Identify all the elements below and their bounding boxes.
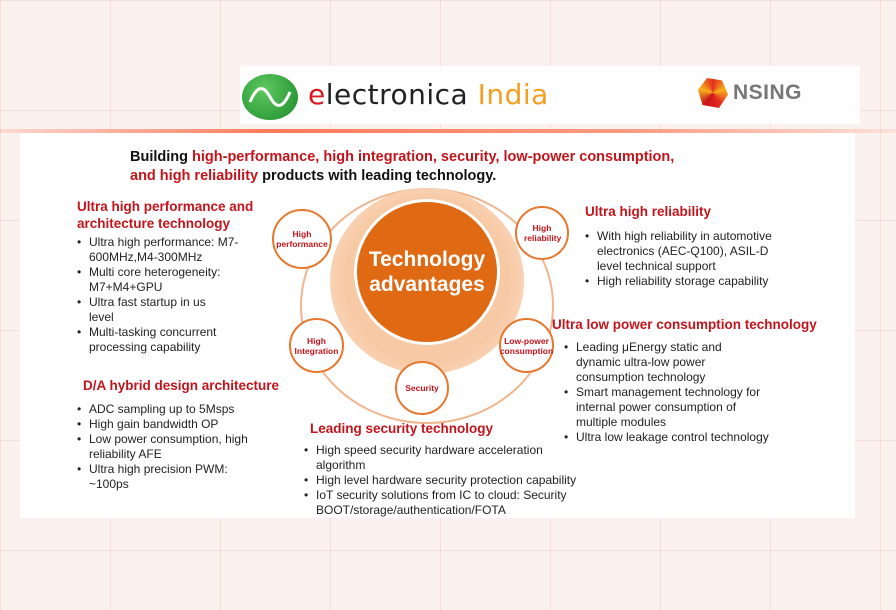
bullet: High speed security hardware acceleratio… (304, 443, 554, 473)
brand-lectronica: lectronica (325, 78, 478, 111)
section-title: Ultra high performance and (77, 199, 254, 214)
bullet: With high reliability in automotive elec… (585, 229, 780, 274)
node-high-reliability: High reliability (515, 206, 569, 260)
node-high-performance: High performance (272, 209, 332, 269)
electronica-india-logo: electronica India (308, 78, 549, 111)
node-security: Security (395, 361, 449, 415)
node-high-integration: High Integration (289, 318, 344, 373)
bullet: Multi core heterogeneity: M7+M4+GPU (77, 265, 252, 295)
bullet: Ultra high precision PWM: ~100ps (77, 462, 262, 492)
nsing-logo: NSING (733, 81, 803, 104)
center-title: Technology (368, 248, 486, 271)
section-title: D/A hybrid design architecture (83, 378, 280, 393)
bullet: Low power consumption, high reliability … (77, 432, 262, 462)
headline-text: Building (130, 149, 193, 165)
bullet: IoT security solutions from IC to cloud:… (304, 488, 586, 518)
bullet: Ultra low leakage control technology (564, 430, 769, 445)
section-reliability: Ultra high reliability With high reliabi… (585, 203, 785, 289)
section-title: Leading security technology (310, 421, 494, 436)
node-label: High Integration (294, 335, 339, 356)
section-title: architecture technology (77, 216, 231, 231)
node-low-power: Low-power consumption (499, 318, 554, 373)
section-performance: Ultra high performance and architecture … (77, 198, 277, 355)
brand-india: India (477, 78, 549, 111)
node-label: Security (405, 383, 439, 393)
section-security: Leading security technology High speed s… (304, 420, 600, 518)
bullet: Multi-tasking concurrent processing capa… (77, 325, 252, 355)
node-label: High performance (276, 229, 328, 249)
section-da: D/A hybrid design architecture ADC sampl… (77, 377, 283, 492)
bullet: High level hardware security protection … (304, 473, 586, 488)
bullet: Ultra high performance: M7-600MHz,M4-300… (77, 235, 252, 265)
section-title: Ultra low power consumption technology (552, 317, 817, 332)
center-circle: Technology advantages (354, 199, 500, 345)
headline-highlight: high-performance, high integration, secu… (192, 149, 675, 165)
headline-highlight: and high reliability (130, 168, 259, 184)
electronica-logo-icon (242, 74, 298, 120)
headline: Building high-performance, high integrat… (130, 148, 674, 186)
node-label: High reliability (524, 223, 562, 243)
bullet: ADC sampling up to 5Msps (77, 402, 262, 417)
center-title: advantages (369, 273, 485, 296)
section-lowpower: Ultra low power consumption technology L… (552, 316, 842, 445)
section-title: Ultra high reliability (585, 204, 712, 219)
brand-e: e (308, 78, 326, 111)
bullet: High reliability storage capability (585, 274, 780, 289)
bullet: Smart management technology for internal… (564, 385, 769, 430)
node-label: Low-power consumption (499, 335, 554, 356)
headline-text: products with leading technology. (258, 168, 497, 184)
bullet: Leading μEnergy static and dynamic ultra… (564, 340, 769, 385)
divider (0, 129, 896, 133)
header-band (240, 66, 860, 124)
bullet: High gain bandwidth OP (77, 417, 262, 432)
bullet: Ultra fast startup in us level (77, 295, 227, 325)
